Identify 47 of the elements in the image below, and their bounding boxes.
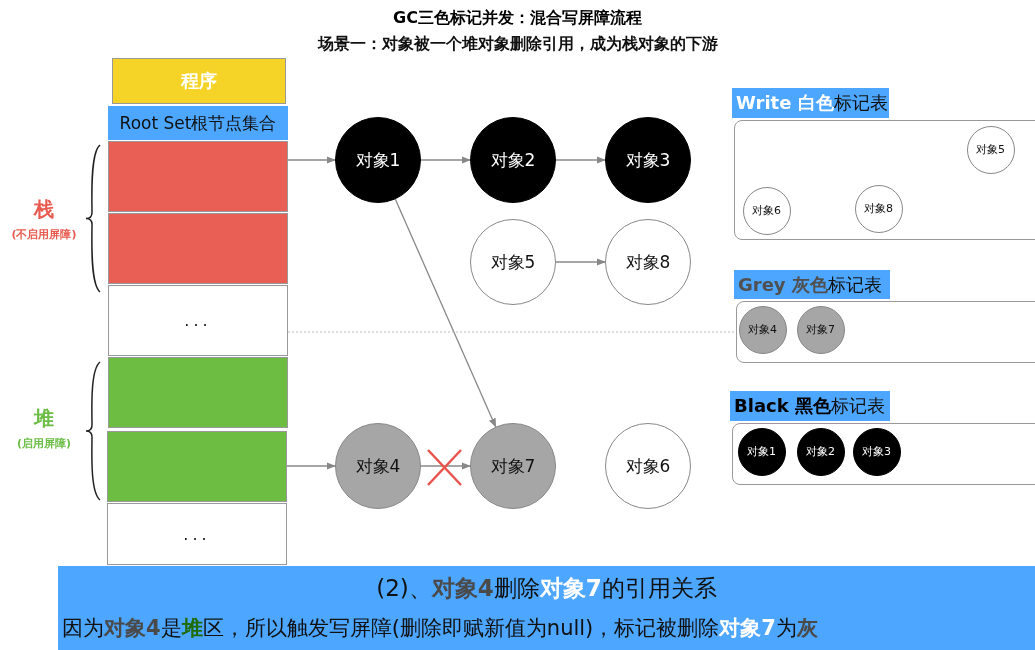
root-set-box: Root Set根节点集合 [108,106,288,140]
arrow [287,156,336,164]
heap-cell: ... [107,503,287,565]
object-circle: 对象8 [854,184,903,233]
object-circle: 对象6 [742,186,791,235]
object-circle: 对象3 [605,117,691,203]
region-label: 栈 [32,196,55,223]
object-circle: 对象5 [470,219,556,305]
arrow [286,462,336,470]
table-panel [732,423,1035,485]
heap-cell [107,431,287,502]
banner-text: (2)、对象4删除对象7的引用关系 [375,574,718,603]
stack-cell [108,213,288,284]
arrow [394,198,497,428]
program-box: 程序 [112,58,286,104]
stack-cell [108,141,288,212]
arrow [555,156,606,164]
object-circle: 对象8 [605,219,691,305]
object-circle: 对象3 [852,427,901,476]
dotted-line [287,331,737,333]
object-circle: 对象2 [796,427,845,476]
object-circle: 对象4 [738,305,787,354]
object-circle: 对象4 [335,423,421,509]
table-heading: Grey 灰色标记表 [734,270,890,299]
region-note: (不启用屏障) [10,227,78,242]
object-circle: 对象5 [966,125,1015,174]
region-note: (启用屏障) [15,436,73,451]
object-circle: 对象1 [737,427,786,476]
arrow [555,258,606,266]
banner-text: 因为对象4是堆区，所以触发写屏障(删除即赋新值为null)，标记被删除对象7为灰 [62,615,819,642]
caption-banner [58,566,1035,650]
region-label: 堆 [32,405,55,432]
subtitle: 场景一：对象被一个堆对象删除引用，成为栈对象的下游 [316,34,719,55]
object-circle: 对象2 [470,117,556,203]
table-heading: Black 黑色标记表 [730,391,890,421]
object-circle: 对象1 [335,117,421,203]
table-heading: Write 白色标记表 [732,88,889,118]
stack-cell: ... [108,285,288,356]
table-panel [736,301,1035,363]
arrow [420,156,471,164]
object-circle: 对象7 [470,423,556,509]
object-circle: 对象6 [605,423,691,509]
title: GC三色标记并发：混合写屏障流程 [392,8,643,29]
table-panel [734,120,1035,240]
object-circle: 对象7 [796,305,845,354]
arrow [420,462,471,470]
heap-cell [108,357,288,428]
